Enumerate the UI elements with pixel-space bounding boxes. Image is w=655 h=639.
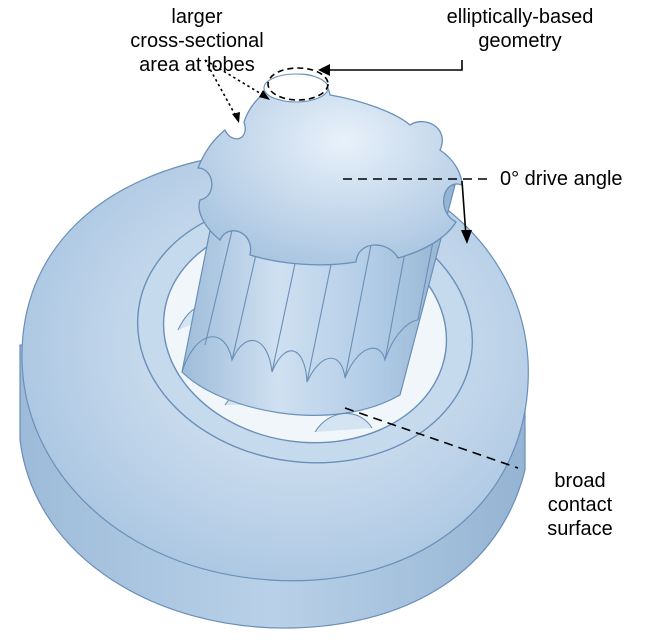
- label-contact-line-1: broad: [525, 469, 635, 493]
- label-lobes-line-3: area at lobes: [82, 53, 312, 77]
- label-geometry-line-1: elliptically-based: [395, 5, 645, 29]
- label-lobes-line-2: cross-sectional: [82, 29, 312, 53]
- label-geometry: elliptically-based geometry: [395, 5, 645, 53]
- label-lobes-line-1: larger: [82, 5, 312, 29]
- label-contact-line-2: contact: [525, 493, 635, 517]
- label-lobes: larger cross-sectional area at lobes: [82, 5, 312, 77]
- geometry-leader: [320, 60, 462, 70]
- label-geometry-line-2: geometry: [395, 29, 645, 53]
- label-drive-angle-text: 0° drive angle: [500, 168, 623, 190]
- label-drive-angle: 0° drive angle: [500, 167, 623, 191]
- label-contact-line-3: surface: [525, 517, 635, 541]
- label-contact: broad contact surface: [525, 469, 635, 541]
